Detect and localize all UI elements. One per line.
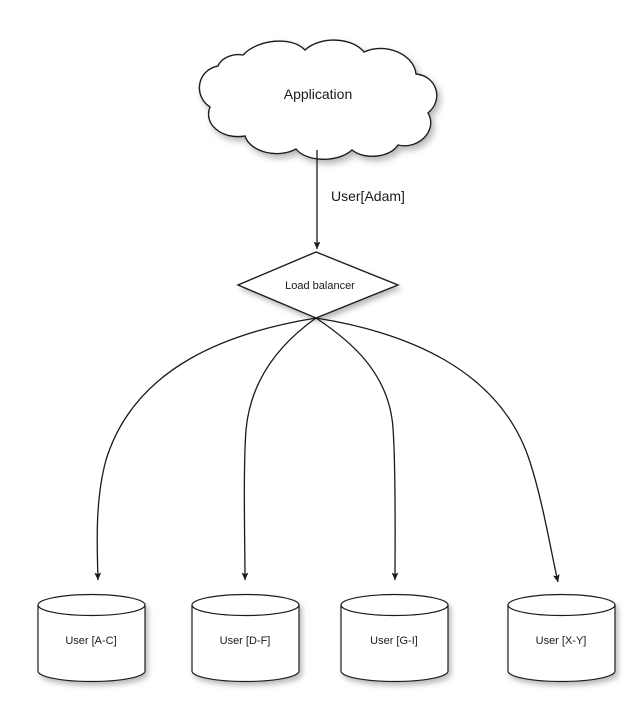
cylinder-top-ellipse-ac — [37, 604, 146, 617]
edge-curve-ac — [94, 317, 317, 581]
cylinder-top-ellipse-xy — [507, 604, 616, 617]
cylinder-top-ellipse-df — [191, 604, 300, 617]
node-load-balancer-diamond[interactable]: Load balancer — [236, 251, 400, 319]
cylinder-top-ellipse-gi — [340, 604, 449, 617]
database-label-xy: User [X-Y] — [536, 635, 587, 647]
node-database-user-ac[interactable]: User [A-C] — [37, 593, 146, 683]
edge-balancer-to-db-gi — [315, 317, 399, 581]
edge-curve-gi — [315, 317, 399, 581]
edge-curve-df — [241, 317, 317, 581]
edge-balancer-to-db-ac — [94, 317, 317, 581]
edge-application-to-balancer: User[Adam] — [313, 150, 405, 250]
edge-balancer-to-db-xy — [315, 317, 560, 583]
database-label-gi: User [G-I] — [370, 635, 418, 647]
node-database-user-xy[interactable]: User [X-Y] — [507, 593, 616, 683]
node-database-user-gi[interactable]: User [G-I] — [340, 593, 449, 683]
database-label-df: User [D-F] — [220, 635, 271, 647]
edge-label-user-adam: User[Adam] — [331, 188, 405, 204]
database-label-ac: User [A-C] — [65, 635, 116, 647]
application-label: Application — [284, 86, 353, 102]
load-balancer-label: Load balancer — [285, 280, 355, 292]
edge-curve-xy — [315, 317, 560, 583]
node-application-cloud[interactable]: Application — [198, 39, 438, 160]
node-database-user-df[interactable]: User [D-F] — [191, 593, 300, 683]
edge-balancer-to-db-df — [241, 317, 317, 581]
